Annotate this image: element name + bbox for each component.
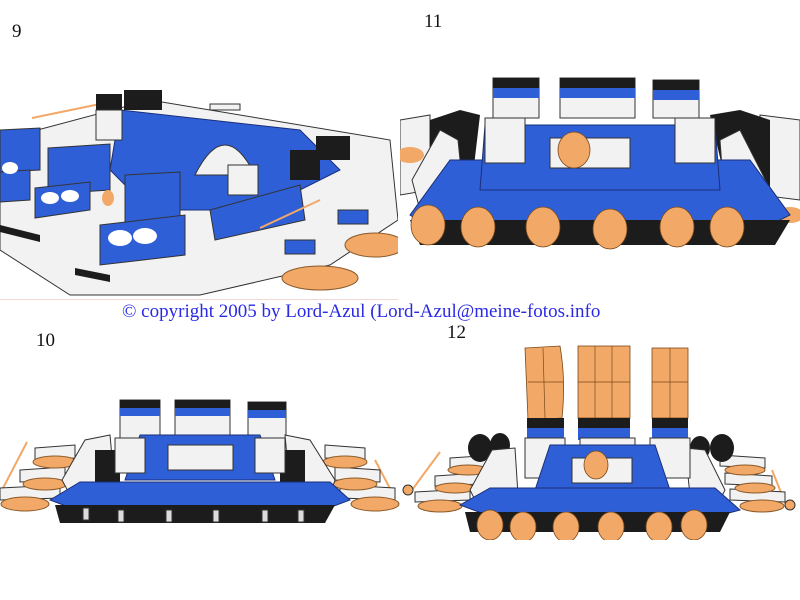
- step-number-12: 12: [447, 322, 466, 343]
- copyright-notice: © copyright 2005 by Lord-Azul (Lord-Azul…: [122, 301, 601, 322]
- step-12-illustration: [400, 340, 800, 540]
- panel-divider: [0, 299, 398, 300]
- step-10-illustration: [0, 390, 400, 530]
- step-11-illustration: [400, 70, 800, 260]
- step-9-illustration: [0, 60, 398, 300]
- step-number-10: 10: [36, 330, 55, 351]
- step-number-11: 11: [424, 11, 443, 32]
- step-number-9: 9: [12, 21, 22, 42]
